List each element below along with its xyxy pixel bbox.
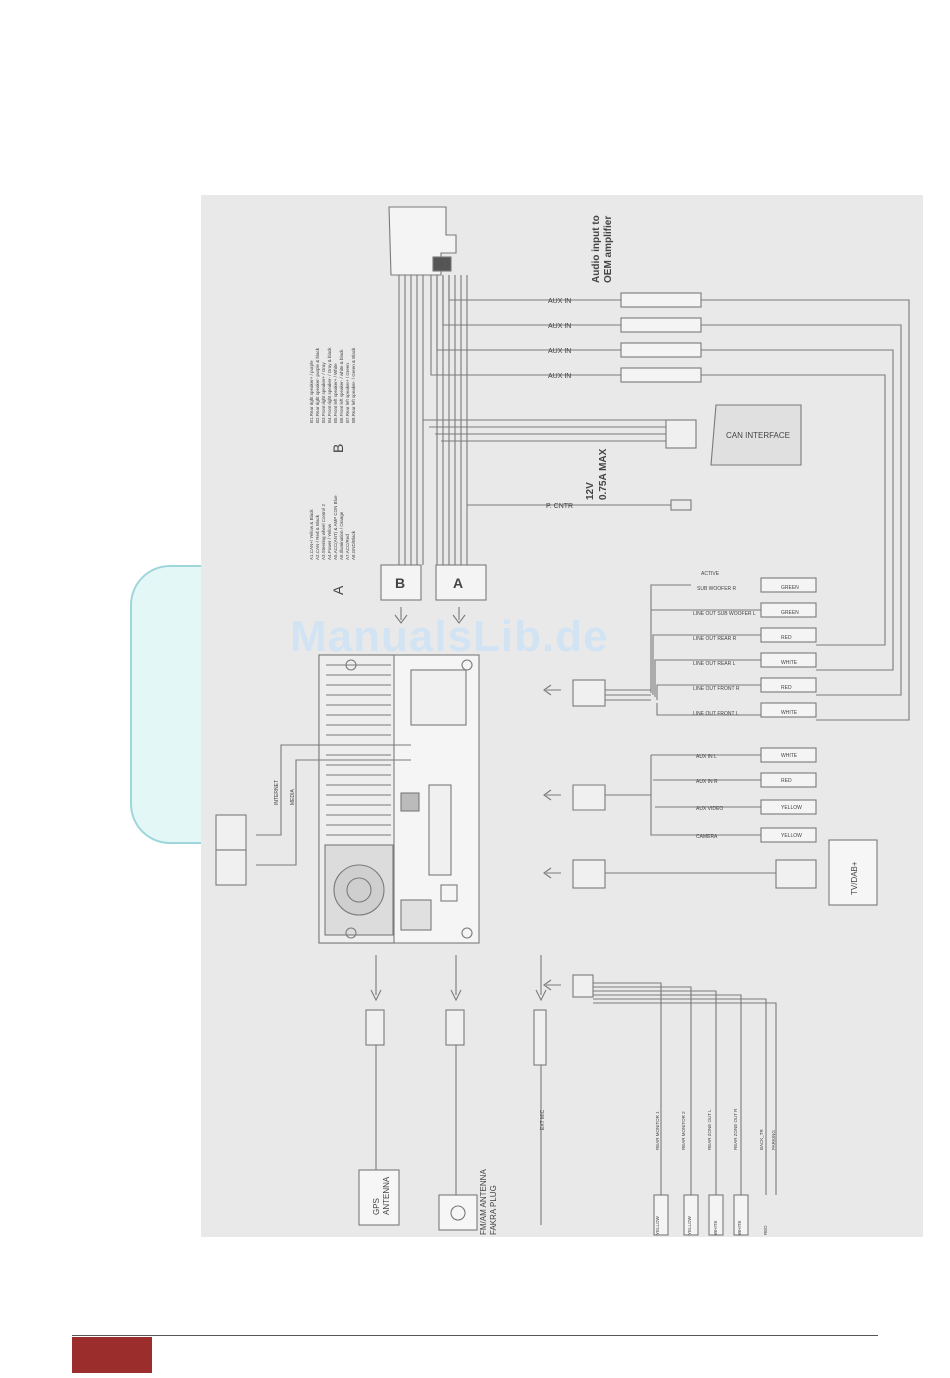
av-in-2-label: AUX IN R bbox=[696, 779, 718, 785]
bottom-out-4-label: REAR ZONE OUT R bbox=[733, 1108, 738, 1150]
pinout-a-4: A4.Power / Yellow bbox=[327, 523, 332, 560]
av-in-1-color: WHITE bbox=[781, 753, 798, 759]
pinout-a-1: A1.CAN+/ Yellow & Black bbox=[309, 509, 314, 560]
bottom-out-5-label: BACK_TR bbox=[759, 1128, 764, 1150]
power-line-1: 12V bbox=[585, 482, 596, 500]
pinout-a-3: A3.Steering wheel Control 2 bbox=[321, 503, 326, 560]
connector-b-label: B bbox=[330, 444, 346, 453]
line-out-5-label: LINE OUT FRONT R bbox=[693, 686, 740, 692]
line-out-2-color: GREEN bbox=[781, 610, 799, 616]
av-in-4-label: CAMERA bbox=[696, 834, 718, 840]
line-out-active: ACTIVE bbox=[701, 571, 720, 577]
aux-label-4: AUX IN bbox=[548, 373, 571, 380]
ext-mic-label: EXT MIC bbox=[540, 1109, 546, 1130]
aux-heading-2: OEM amplifier bbox=[603, 216, 614, 283]
line-out-6-label: LINE OUT FRONT L bbox=[693, 711, 739, 717]
pinout-b-6: B6.Front left speaker- / white & black bbox=[339, 349, 344, 423]
bottom-out-1-label: REAR MONITOR 1 bbox=[655, 1111, 660, 1150]
pinout-b-5: B5.Front left speaker+ / White bbox=[333, 363, 338, 423]
connector-b-plug-label: B bbox=[395, 575, 405, 591]
aux-label-1: AUX IN bbox=[548, 298, 571, 305]
footer-block bbox=[72, 1337, 152, 1373]
watermark: ManualsLib.de bbox=[290, 612, 609, 661]
bottom-out-5-color: RED bbox=[763, 1225, 768, 1235]
pinout-a-2: A2.CAN-/ Red & Black bbox=[315, 514, 320, 560]
line-out-3-label: LINE OUT REAR R bbox=[693, 636, 737, 642]
gps-label-2: ANTENNA bbox=[382, 1176, 391, 1215]
pinout-b-2: B2.Rear right speaker- purple & black bbox=[315, 347, 320, 423]
connector-a-label: A bbox=[330, 585, 346, 595]
line-out-2-label: LINE OUT SUB WOOFER L bbox=[693, 611, 756, 617]
bottom-out-4-color: WHITE bbox=[737, 1221, 742, 1236]
bottom-out-6-label: PARKING bbox=[771, 1130, 776, 1150]
aux-label-3: AUX IN bbox=[548, 348, 571, 355]
bottom-out-1-color: YELLOW bbox=[655, 1215, 660, 1235]
fm-label-1: FM/AM ANTENNA bbox=[479, 1169, 488, 1235]
pinout-b-3: B3.Front right speaker+ / Gray bbox=[321, 362, 326, 423]
pinout-a-8: A8.GND/Black bbox=[351, 530, 356, 560]
line-out-3-color: RED bbox=[781, 635, 792, 641]
internet-label: INTERNET bbox=[274, 780, 280, 805]
pinout-b-8: B8.Rear left speaker- / Green & Black bbox=[351, 347, 356, 423]
gps-label-1: GPS bbox=[372, 1198, 381, 1215]
pinout-a-5: A5.ACC(ANT) & AMP CON Blue bbox=[333, 495, 338, 560]
bottom-out-3-label: REAR ZONE OUT L bbox=[707, 1109, 712, 1150]
line-out-1-label: SUB WOOFER R bbox=[697, 586, 737, 592]
wiring-diagram: Audio input to OEM amplifier AUX IN AUX … bbox=[215, 206, 910, 1236]
bottom-out-2-color: YELLOW bbox=[687, 1215, 692, 1235]
av-in-4-color: YELLOW bbox=[781, 833, 802, 839]
pinout-b-4: B4.Front right speaker- / Gray & black bbox=[327, 347, 332, 423]
bottom-out-3-color: WHITE bbox=[713, 1221, 718, 1236]
av-in-3-color: YELLOW bbox=[781, 805, 802, 811]
fm-label-2: FAKRA PLUG bbox=[489, 1185, 498, 1235]
av-in-3-label: AUX VIDEO bbox=[696, 806, 723, 812]
bottom-out-2-label: REAR MONITOR 2 bbox=[681, 1111, 686, 1150]
connector-a-plug-label: A bbox=[453, 575, 463, 591]
pinout-b-1: B1.Rear right speaker+ / purple bbox=[309, 360, 314, 423]
line-out-1-color: GREEN bbox=[781, 585, 799, 591]
media-label: MEDIA bbox=[290, 789, 296, 806]
pinout-a-6: A6.Illumination / Orange bbox=[339, 511, 344, 560]
aux-label-2: AUX IN bbox=[548, 323, 571, 330]
can-interface-label: CAN INTERFACE bbox=[726, 431, 790, 440]
power-label: P. CNTR bbox=[546, 503, 573, 510]
pinout-b-7: B7.Rear left speaker+ / Green bbox=[345, 363, 350, 423]
wiring-diagram-panel: Audio input to OEM amplifier AUX IN AUX … bbox=[201, 195, 923, 1237]
power-line-2: 0.75A MAX bbox=[598, 448, 609, 500]
line-out-6-color: WHITE bbox=[781, 710, 798, 716]
line-out-4-label: LINE OUT REAR L bbox=[693, 661, 736, 667]
tv-dab-label: TV/DAB+ bbox=[850, 861, 859, 895]
av-in-1-label: AUX IN L bbox=[696, 754, 717, 760]
pinout-a-7: A7.ACC/Red bbox=[345, 534, 350, 560]
line-out-4-color: WHITE bbox=[781, 660, 798, 666]
av-in-2-color: RED bbox=[781, 778, 792, 784]
line-out-5-color: RED bbox=[781, 685, 792, 691]
footer-rule bbox=[72, 1335, 878, 1336]
aux-heading-1: Audio input to bbox=[591, 215, 602, 283]
